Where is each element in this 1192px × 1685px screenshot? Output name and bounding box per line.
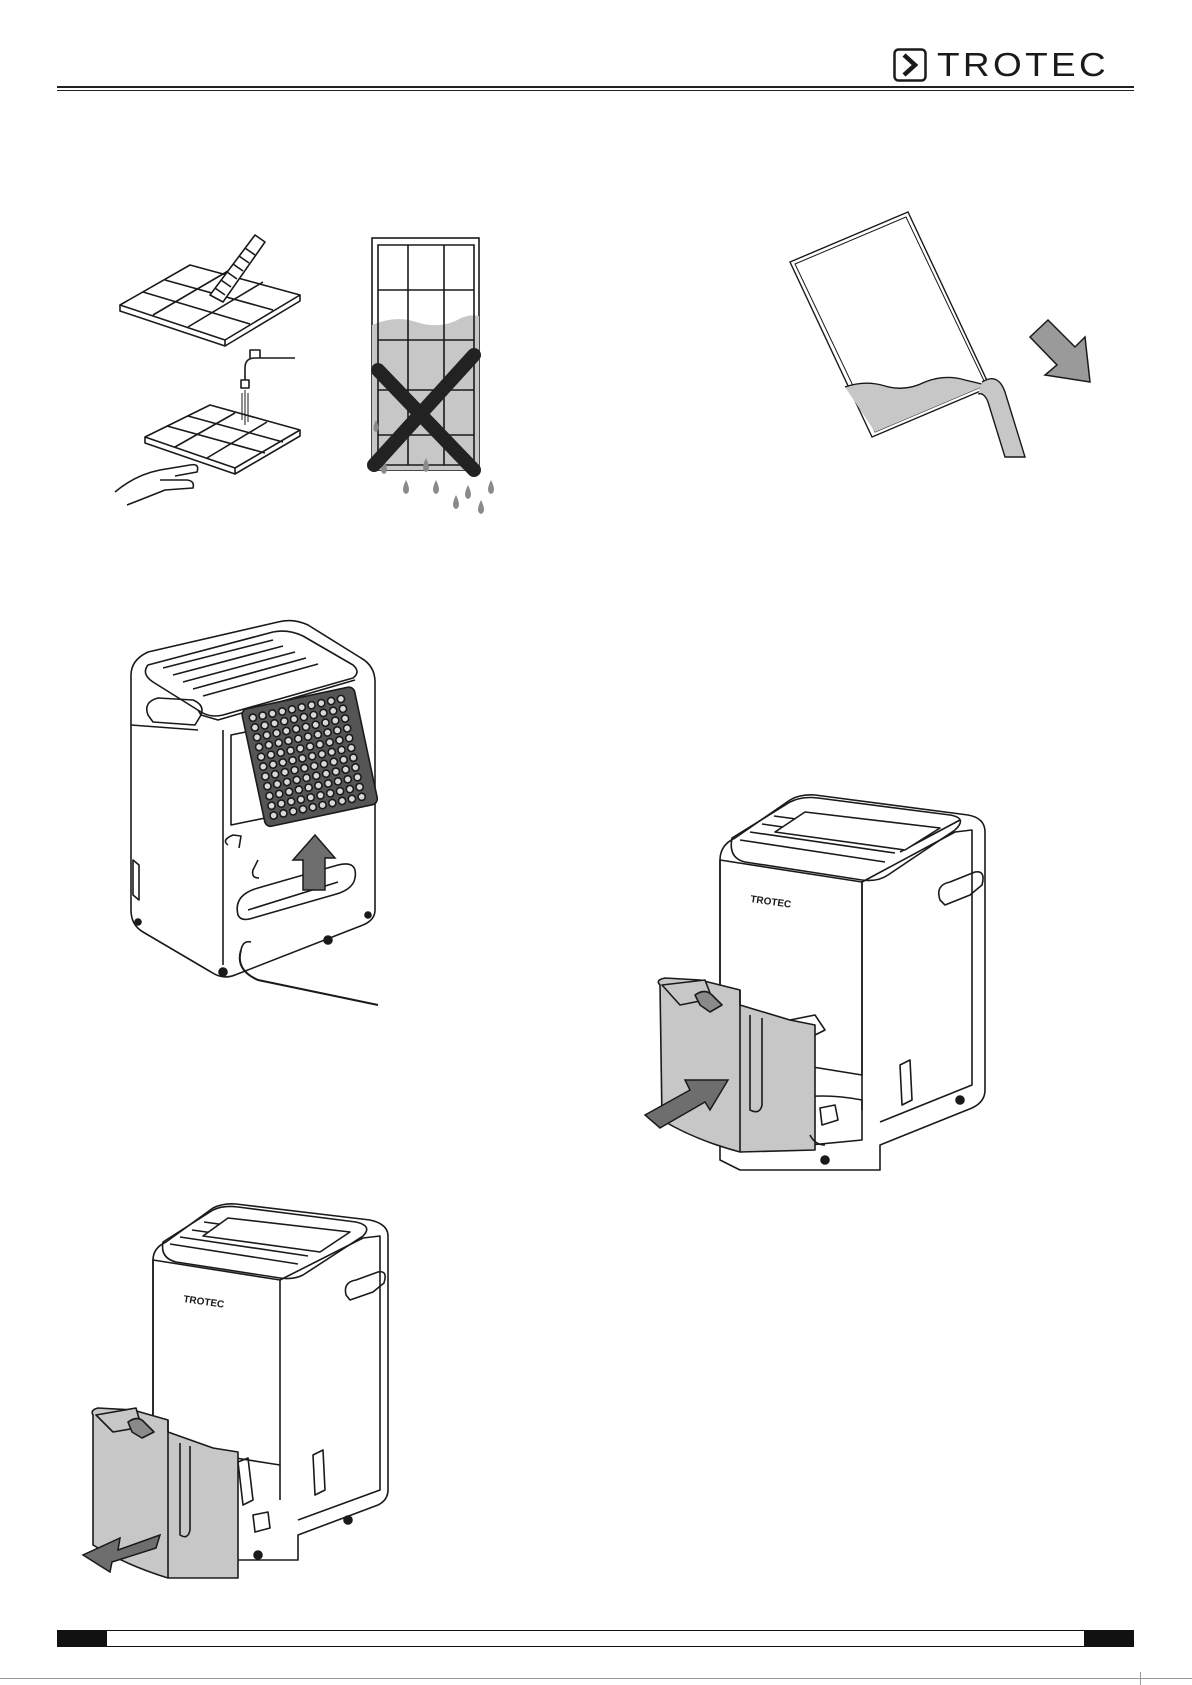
footer-bottom-line [0,1678,1192,1679]
tank-insert-illustration: TROTEC [650,790,1000,1240]
no-washing-filter-illustration [356,230,496,515]
brand-logo: TROTEC [893,48,1133,82]
device-rear-filter-illustration [123,620,388,1010]
filter-cleaning-illustration [115,230,315,510]
header-rule-thin [57,90,1134,91]
footer-right-block [1084,1630,1134,1647]
footer-tick [1140,1672,1141,1685]
footer-bar [57,1630,1134,1647]
chevron-logo-icon [893,48,927,82]
tank-remove-illustration: TROTEC [88,1200,398,1585]
footer-left-block [57,1630,107,1647]
brand-name: TROTEC [937,46,1109,84]
water-bag-illustration [790,212,1100,462]
header-rule [57,86,1134,88]
arrow-down-right-icon [1030,320,1090,382]
